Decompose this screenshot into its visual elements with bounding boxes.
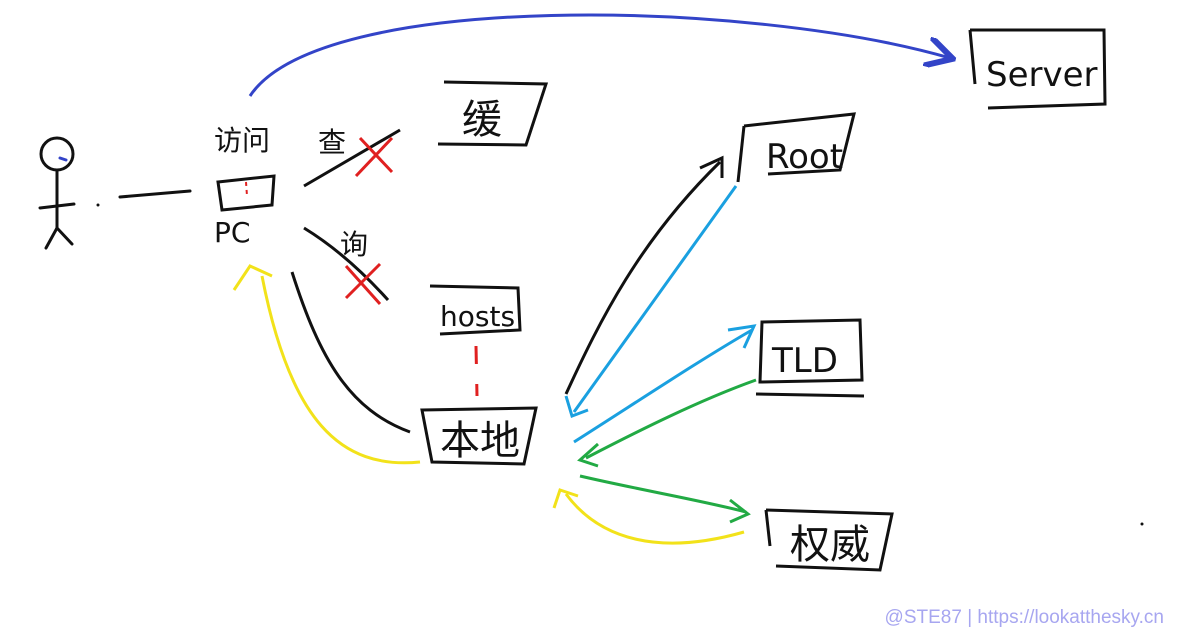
pc-node: 访问 PC <box>214 124 276 249</box>
root-box <box>743 112 856 176</box>
hosts-cross <box>344 262 382 306</box>
cache-box <box>437 80 549 147</box>
hosts-label: hosts <box>440 300 515 333</box>
tld-to-local-reply <box>577 378 757 468</box>
pc-box <box>216 174 276 212</box>
auth-box <box>765 508 894 572</box>
pc-to-server-arrow <box>248 13 950 97</box>
user-figure <box>38 136 76 250</box>
server-box <box>970 28 1107 110</box>
local-box <box>420 406 538 466</box>
tld-node: TLD <box>755 318 865 398</box>
server-node: Server <box>968 28 1107 110</box>
auth-node: 权威 <box>764 508 894 572</box>
hosts-node: hosts <box>429 284 522 336</box>
local-to-tld-query <box>573 324 757 444</box>
user-to-pc-line <box>118 189 192 199</box>
pc-to-cache-line <box>303 128 401 188</box>
root-label: Root <box>766 137 843 177</box>
local-label: 本地 <box>440 418 520 464</box>
hosts-to-local-dash <box>474 345 479 397</box>
local-to-root-query <box>564 155 724 395</box>
stray-dot <box>96 203 100 207</box>
pc-label: PC <box>214 216 250 249</box>
root-to-local-reply <box>564 185 738 418</box>
user-mouth <box>58 156 68 162</box>
tld-box <box>758 318 864 384</box>
cache-label: 缓 <box>462 97 502 143</box>
local-to-auth-query <box>579 474 751 524</box>
pc-top-label: 访问 <box>214 124 270 157</box>
hosts-box <box>429 284 522 336</box>
auth-to-local-reply <box>552 488 745 545</box>
root-node: Root <box>736 112 856 183</box>
ask-label: 询 <box>340 228 368 261</box>
local-to-pc-reply <box>232 264 421 465</box>
local-node: 本地 <box>420 406 538 466</box>
pc-to-local-line <box>290 271 411 434</box>
cache-cross <box>354 136 394 178</box>
user-head <box>39 136 75 172</box>
query-label: 查 <box>318 126 346 159</box>
server-label: Server <box>986 55 1098 95</box>
auth-label: 权威 <box>790 522 870 568</box>
pc-to-hosts-line <box>303 226 390 302</box>
pc-dash <box>245 181 248 197</box>
tld-label: TLD <box>771 341 838 381</box>
stray-dot <box>1140 522 1144 526</box>
cache-node: 缓 <box>437 80 549 147</box>
watermark: @STE87 | https://lookatthesky.cn <box>884 607 1164 628</box>
